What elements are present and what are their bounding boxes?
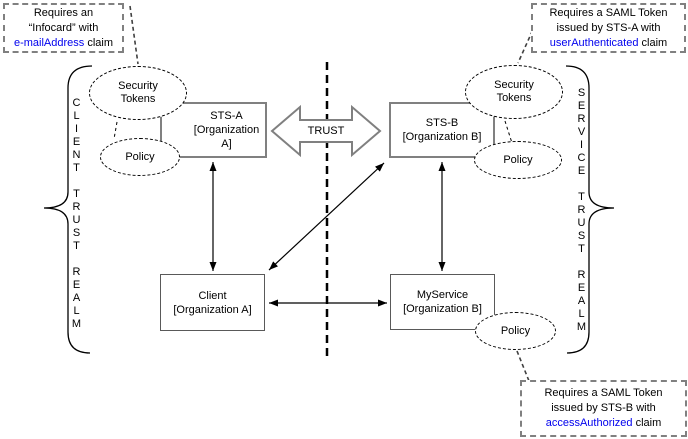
myservice-org: [Organization B] — [403, 303, 482, 315]
sts-a-name: STS-A — [210, 110, 243, 122]
callout-tl-line1: Requires an — [33, 6, 94, 19]
connector-tokens-policy-right — [504, 120, 513, 144]
callout-infocard-claim: Requires an “Infocard” with e-mailAddres… — [3, 3, 124, 53]
myservice-box: MyService [Organization B] — [390, 274, 495, 330]
tokens-right-line2: Tokens — [496, 92, 532, 104]
claim-link-accessauthorized: accessAuthorized — [545, 417, 633, 429]
sts-a-org: [Organization A] — [193, 124, 260, 150]
callout-br-line2: issued by STS-B with — [551, 402, 656, 414]
callout-br-line1: Requires a SAML Token — [544, 387, 663, 399]
callout-tl-line3: e-mailAddress claim — [14, 36, 113, 51]
policy-bottom-label: Policy — [500, 324, 531, 337]
callout-saml-stsa-claim: Requires a SAML Token issued by STS-A wi… — [531, 3, 686, 53]
service-trust-realm-label: S E R V I C E T R U S T R E A L M — [576, 87, 587, 333]
callout-tail-top-left — [129, 5, 139, 65]
security-tokens-ellipse-right: Security Tokens — [465, 65, 563, 119]
sts-a-box: STS-A [Organization A] — [160, 102, 267, 158]
claim-link-userauthenticated: userAuthenticated — [549, 36, 639, 49]
callout-br-line3: accessAuthorized claim — [546, 416, 662, 431]
callout-tl-after: claim — [84, 36, 114, 49]
claim-link-emailaddress: e-mailAddress — [13, 36, 85, 49]
trust-arrow-label: TRUST — [307, 125, 345, 137]
tokens-left-line1: Security — [118, 80, 158, 92]
arrow-stsb-client-diagonal — [268, 162, 385, 271]
policy-ellipse-myservice: Policy — [475, 312, 556, 350]
tokens-right-line1: Security — [494, 79, 534, 91]
policy-left-label: Policy — [125, 150, 155, 163]
callout-tail-bottom-right — [516, 350, 530, 382]
client-trust-realm-label: C L I E N T T R U S T R E A L M — [71, 97, 82, 330]
security-tokens-ellipse-left: Security Tokens — [89, 66, 187, 120]
callout-br-after: claim — [632, 417, 662, 429]
client-name: Client — [198, 289, 227, 302]
policy-right-label: Policy — [503, 153, 533, 166]
sts-b-org: [Organization B] — [402, 131, 482, 143]
client-realm-brace — [43, 65, 93, 354]
sts-b-name: STS-B — [425, 117, 459, 129]
callout-tr-line1: Requires a SAML Token — [549, 6, 668, 19]
callout-saml-stsb-claim: Requires a SAML Token issued by STS-B wi… — [520, 380, 687, 437]
myservice-name: MyService — [416, 289, 469, 301]
tokens-left-line2: Tokens — [120, 93, 156, 105]
callout-tl-line2: “Infocard” with — [28, 21, 99, 34]
callout-tr-after: claim — [638, 36, 668, 49]
callout-tr-line3: userAuthenticated claim — [550, 36, 667, 51]
policy-ellipse-sts-b: Policy — [474, 141, 562, 179]
connector-tokens-policy-left — [113, 121, 118, 140]
trust-block-arrow — [270, 104, 382, 158]
policy-ellipse-sts-a: Policy — [100, 138, 180, 176]
service-realm-brace — [565, 65, 615, 354]
sts-b-box: STS-B [Organization B] — [389, 102, 495, 158]
client-org: [Organization A] — [173, 303, 252, 316]
callout-tr-line2: issued by STS-A with — [556, 21, 661, 34]
client-box: Client [Organization A] — [160, 274, 265, 331]
